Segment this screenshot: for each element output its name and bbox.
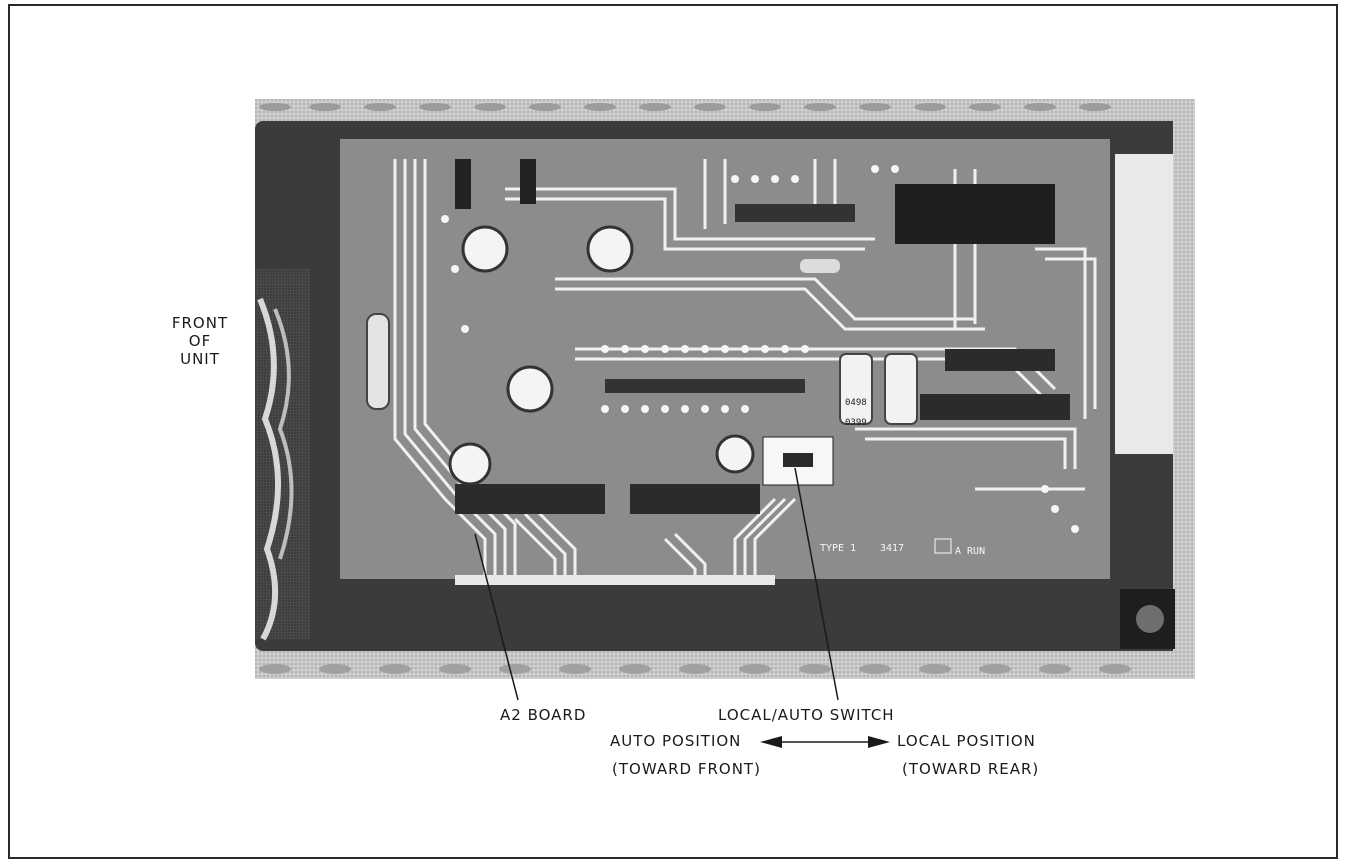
a2-board-label: A2 BOARD: [500, 706, 587, 724]
edge-connector: [455, 575, 775, 585]
hp-logo-icon: [934, 538, 952, 554]
chassis-vents-bottom: [259, 664, 1131, 674]
pcb: [340, 139, 1110, 585]
front-label-line1: FRONT: [171, 314, 229, 332]
front-label-line2: OF: [188, 332, 212, 350]
integrated-circuits: [455, 184, 1070, 514]
a2-board-photo: TYPE 1 3417 A RUN 0498 0399: [255, 99, 1195, 679]
front-label-line3: UNIT: [180, 350, 220, 368]
local-position-sublabel: (TOWARD REAR): [902, 760, 1040, 778]
local-auto-switch: [762, 436, 834, 486]
front-of-unit-label: FRONT OF UNIT: [170, 314, 230, 368]
local-auto-switch-label: LOCAL/AUTO SWITCH: [718, 706, 895, 724]
resistors: [366, 159, 918, 425]
resistor-code-b: 0399: [845, 418, 867, 428]
board-type-text: TYPE 1: [820, 543, 856, 554]
chassis-vents-top: [259, 103, 1111, 111]
board-run-text: A RUN: [955, 546, 985, 557]
pcb-pads: [441, 165, 1079, 533]
board-date-code-text: 3417: [880, 543, 904, 554]
auto-position-sublabel: (TOWARD FRONT): [612, 760, 761, 778]
figure-frame: [8, 4, 1338, 859]
auto-position-label: AUTO POSITION: [610, 732, 742, 750]
capacitors: [448, 225, 755, 486]
local-position-label: LOCAL POSITION: [897, 732, 1036, 750]
resistor-code-a: 0498: [845, 398, 867, 408]
